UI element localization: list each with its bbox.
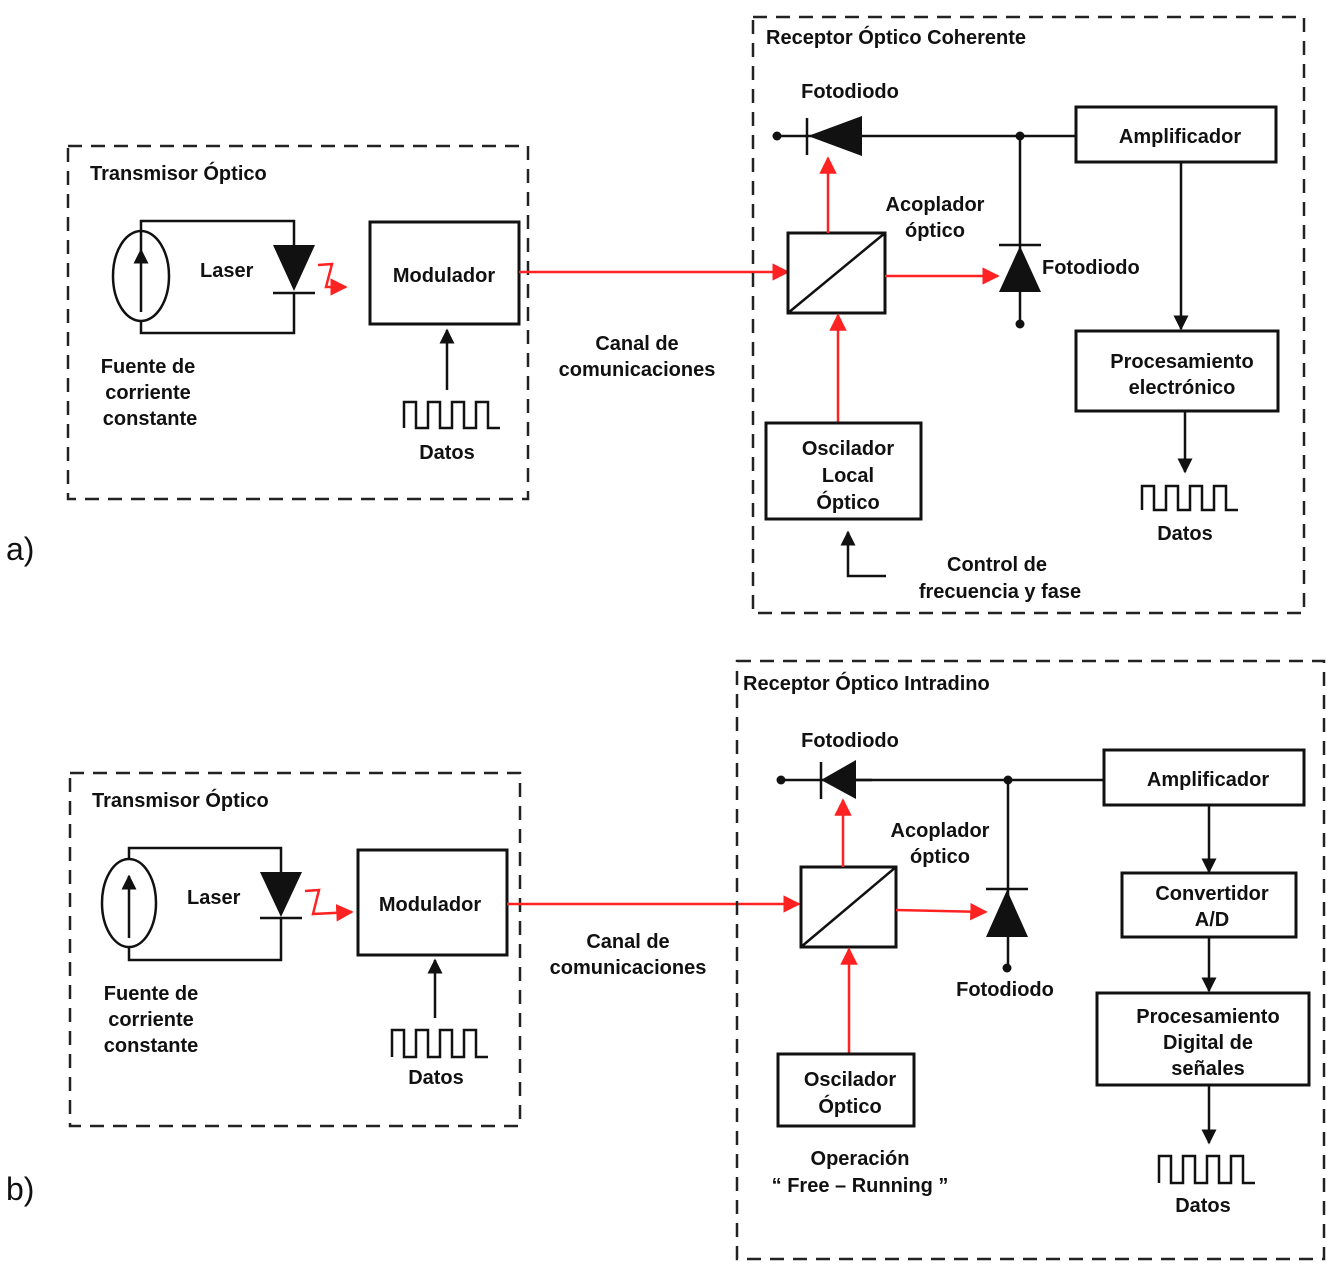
panel-a: a) Transmisor Óptico Laser Modulador Dat… [6, 15, 1306, 615]
transmitter-title: Transmisor Óptico [92, 788, 269, 812]
output-data-label: Datos [1175, 1195, 1231, 1217]
source-label-line3: constante [104, 1035, 198, 1057]
coupler-label-line1: Acoplador [891, 820, 990, 842]
panel-label-b: b) [6, 1171, 34, 1207]
converter-label-line2: A/D [1195, 909, 1229, 931]
channel-label-line1: Canal de [586, 931, 669, 953]
source-label-line2: corriente [105, 382, 191, 404]
amplifier-label: Amplificador [1119, 126, 1241, 148]
laser-emission-arrow [304, 888, 354, 922]
ad-converter-block [1120, 871, 1298, 939]
photodiode-top-icon [808, 116, 862, 156]
output-data-waveform-icon [1157, 1154, 1255, 1185]
channel-label-line2: comunicaciones [550, 957, 707, 979]
dsp-block [1095, 991, 1311, 1087]
channel-label-line1: Canal de [595, 333, 678, 355]
oscillator-label-line2: Óptico [818, 1094, 881, 1118]
dsp-label-line3: señales [1171, 1058, 1244, 1080]
coupler-label-line2: óptico [910, 846, 970, 868]
data-waveform-icon [390, 1028, 488, 1059]
receiver-title: Receptor Óptico Intradino [743, 671, 990, 695]
modulator-label: Modulador [393, 265, 495, 287]
photodiode-top-label: Fotodiodo [801, 730, 899, 752]
source-label-line1: Fuente de [104, 983, 198, 1005]
data-waveform-icon [402, 400, 500, 430]
coupler-label-line1: Acoplador [886, 194, 985, 216]
transmitter-b: Transmisor Óptico Laser Modulador Datos … [68, 771, 522, 1128]
oscillator-label-line1: Oscilador [804, 1069, 896, 1091]
transmitter-title: Transmisor Óptico [90, 161, 267, 185]
optical-oscillator-block [776, 1052, 916, 1128]
oscillator-label-line1: Oscilador [802, 438, 894, 460]
data-label: Datos [419, 442, 475, 464]
processing-block [1074, 329, 1280, 413]
transmitter-a: Transmisor Óptico Laser Modulador Datos … [66, 144, 530, 501]
panel-b: b) Transmisor Óptico Laser Modulador Dat… [6, 659, 1326, 1261]
current-source-icon [100, 857, 158, 949]
channel-label-line2: comunicaciones [559, 359, 716, 381]
photodiode-mid-icon [999, 246, 1041, 292]
photodiode-top-icon [821, 760, 856, 799]
receiver-b: Receptor Óptico Intradino Fotodiodo Foto… [735, 659, 1326, 1261]
dsp-label-line2: Digital de [1163, 1032, 1253, 1054]
photodiode-top-label: Fotodiodo [801, 81, 899, 103]
laser-diode-icon [273, 245, 315, 291]
transmitter-boundary [68, 771, 522, 1128]
laser-circuit-wire [139, 219, 296, 335]
photodiode-mid-label: Fotodiodo [1042, 257, 1140, 279]
laser-label: Laser [187, 887, 241, 909]
converter-label-line1: Convertidor [1155, 883, 1269, 905]
receiver-title: Receptor Óptico Coherente [766, 25, 1026, 49]
laser-label: Laser [200, 260, 254, 282]
oscillator-label-line2: Local [822, 465, 874, 487]
coupler-label-line2: óptico [905, 220, 965, 242]
operation-label-line1: Operación [811, 1148, 910, 1170]
control-label-line1: Control de [947, 554, 1047, 576]
output-data-waveform-icon [1140, 484, 1238, 512]
modulator-label: Modulador [379, 894, 481, 916]
operation-label-line2: “ Free – Running ” [772, 1175, 949, 1197]
current-source-icon [111, 229, 171, 323]
receiver-a: Receptor Óptico Coherente Fotodiodo Foto… [751, 15, 1306, 615]
laser-circuit-wire [127, 846, 283, 962]
laser-diode-icon [260, 872, 302, 917]
amplifier-block [1102, 748, 1306, 807]
photodiode-mid-icon [986, 890, 1028, 937]
transmitter-boundary [66, 144, 530, 501]
processing-label-line2: electrónico [1129, 377, 1236, 399]
receiver-boundary [735, 659, 1326, 1261]
laser-emission-arrow [317, 262, 348, 296]
source-label-line1: Fuente de [101, 356, 195, 378]
amplifier-label: Amplificador [1147, 769, 1269, 791]
data-label: Datos [408, 1067, 464, 1089]
local-oscillator-block [764, 421, 923, 521]
output-data-label: Datos [1157, 523, 1213, 545]
control-label-line2: frecuencia y fase [919, 581, 1081, 603]
dsp-label-line1: Procesamiento [1136, 1006, 1279, 1028]
source-label-line3: constante [103, 408, 197, 430]
oscillator-label-line3: Óptico [816, 490, 879, 514]
panel-label-a: a) [6, 531, 34, 567]
amplifier-block [1074, 105, 1278, 164]
processing-label-line1: Procesamiento [1110, 351, 1253, 373]
source-label-line2: corriente [108, 1009, 194, 1031]
modulator-block [368, 220, 521, 326]
modulator-block [356, 848, 509, 957]
photodiode-mid-label: Fotodiodo [956, 979, 1054, 1001]
control-arrow [840, 530, 886, 578]
